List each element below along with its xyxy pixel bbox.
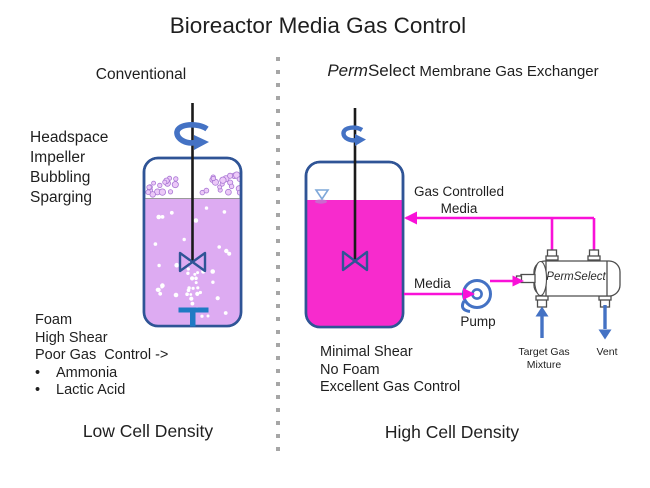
permselect-benefits-list: Minimal Shear No Foam Excellent Gas Cont… (320, 344, 460, 397)
method-item: Impeller (30, 149, 86, 166)
bullet-item: • Lactic Acid (35, 382, 168, 400)
impeller-icon (178, 251, 207, 273)
method-item: Bubbling (30, 169, 91, 186)
foam-bubbles-icon (145, 171, 241, 198)
benefit-item: Minimal Shear (320, 344, 413, 360)
benefit-item: No Foam (320, 361, 380, 378)
flow-arrowheads (463, 275, 524, 300)
bullet-item: • Ammonia (35, 365, 168, 383)
brand-select: Select (367, 61, 416, 80)
issue-item: High Shear (35, 329, 108, 346)
membrane-module-icon (515, 249, 621, 308)
issue-item: Foam (35, 312, 73, 328)
method-item: Headspace (30, 129, 109, 146)
header-rest: Membrane Gas Exchanger (415, 63, 599, 80)
liquid-level-marker-icon (314, 189, 330, 204)
issue-item: Poor Gas Control -> (35, 347, 169, 364)
bullet-marker: • (35, 382, 41, 399)
impeller-icon (341, 250, 369, 272)
rotation-arrow-icon (174, 122, 209, 150)
bullet-text: Lactic Acid (56, 382, 126, 399)
bullet-text: Ammonia (56, 364, 118, 381)
high-cell-density-label: High Cell Density (384, 422, 520, 442)
low-cell-density-label: Low Cell Density (82, 421, 214, 441)
return-arrowhead-icon (404, 211, 417, 225)
target-gas-label: Target Gas Mixture (505, 346, 583, 372)
conventional-methods-list: Headspace Impeller Bubbling Sparging (30, 128, 108, 208)
vent-arrow-icon (598, 305, 612, 340)
conventional-header: Conventional (95, 66, 187, 83)
page-title: Bioreactor Media Gas Control (169, 13, 467, 38)
pump-label: Pump (460, 314, 496, 329)
label-line: Media (440, 200, 478, 216)
vent-label: Vent (596, 346, 618, 358)
label-line: Target Gas (518, 346, 570, 358)
benefit-item: Excellent Gas Control (320, 379, 461, 396)
permselect-header: PermSelect Membrane Gas Exchanger (312, 61, 614, 81)
module-brand-label: PermSelect (546, 271, 606, 283)
method-item: Sparging (30, 189, 93, 206)
bullet-marker: • (35, 364, 41, 381)
pump-icon (461, 279, 492, 313)
permselect-bioreactor (304, 108, 405, 329)
target-gas-arrow-icon (535, 306, 549, 338)
media-label: Media (414, 276, 451, 291)
rotation-arrow-icon (341, 125, 366, 146)
label-line: Gas Controlled (413, 184, 505, 199)
gas-controlled-media-label: Gas Controlled Media (406, 184, 512, 217)
conventional-issues-list: Foam High Shear Poor Gas Control -> • Am… (35, 312, 168, 400)
conventional-bioreactor (142, 103, 243, 328)
liquid-bubbles (153, 206, 232, 318)
label-line: Mixture (526, 359, 562, 371)
section-divider (276, 57, 280, 455)
brand-perm: Perm (327, 61, 368, 80)
media-flow-lines (404, 211, 596, 296)
sparger-icon (178, 307, 209, 327)
